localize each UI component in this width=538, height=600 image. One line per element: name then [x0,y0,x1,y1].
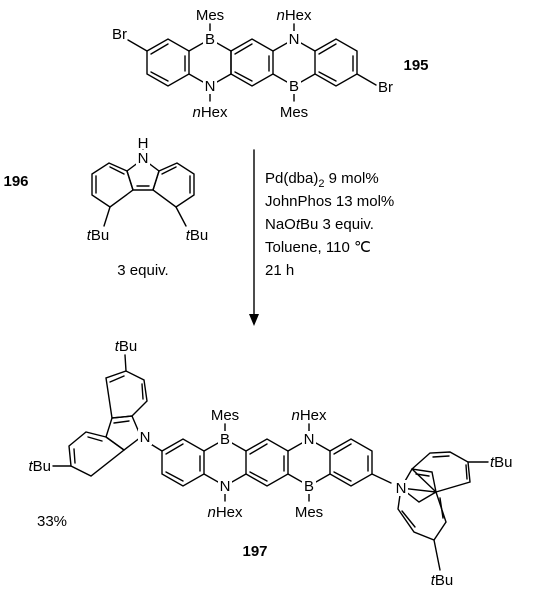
product-tbu-left-bottom: tBu [28,458,51,475]
mesityl-label-top: Mes [196,7,224,24]
product-tbu-left-top: tBu [115,338,138,355]
product-nitrogen-top: N [304,431,315,448]
product-tbu-right-bottom: tBu [431,572,454,589]
compound-196-labels: N H tBu tBu 3 equiv. 196 [3,135,208,279]
condition-time: 21 h [265,262,294,279]
condition-catalyst: Pd(dba)2 9 mol% [265,170,379,190]
carbazole-nitrogen: N [138,150,149,167]
carbazole-equivalents: 3 equiv. [117,262,168,279]
hexyl-label-bottom: nHex [192,104,228,121]
compound-number-196: 196 [3,173,28,190]
boron-atom-top: B [205,31,215,48]
tbu-label-left: tBu [87,227,110,244]
product-tbu-right-top: tBu [490,454,513,471]
compound-197-left-carbazole [52,354,148,477]
product-boron-bottom: B [304,478,314,495]
nitrogen-atom-top: N [289,31,300,48]
product-yield: 33% [37,513,67,530]
bromine-atom-right: Br [378,79,393,96]
reaction-arrow [249,149,259,326]
hexyl-label-top: nHex [276,7,312,24]
compound-197-right-carbazole [397,451,489,571]
carbazole-hydrogen: H [138,135,149,152]
mesityl-label-bottom: Mes [280,104,308,121]
product-mesityl-bottom: Mes [295,504,323,521]
product-carbazole-nitrogen-left: N [140,429,151,446]
compound-number-197: 197 [242,543,267,560]
product-carbazole-nitrogen-right: N [396,480,407,497]
compound-number-195: 195 [403,57,428,74]
reaction-conditions: Pd(dba)2 9 mol% JohnPhos 13 mol% NaOtBu … [265,170,394,279]
compound-195-labels: B N N B Br Br Mes nHex nHex Mes 195 [112,7,429,121]
condition-ligand: JohnPhos 13 mol% [265,193,394,210]
product-nitrogen-bottom: N [220,478,231,495]
product-mesityl-top: Mes [211,407,239,424]
condition-base: NaOtBu 3 equiv. [265,216,374,233]
product-hexyl-bottom: nHex [207,504,243,521]
compound-195-structure [127,23,377,102]
product-hexyl-top: nHex [291,407,327,424]
boron-atom-bottom: B [289,78,299,95]
tbu-label-right: tBu [186,227,209,244]
nitrogen-atom-bottom: N [205,78,216,95]
product-boron-top: B [220,431,230,448]
compound-197-core [148,423,392,502]
compound-197-labels: B N N B N N Mes nHex nHex Mes tBu tBu tB… [28,338,512,589]
condition-solvent-temperature: Toluene, 110 ℃ [265,239,371,256]
bromine-atom-left: Br [112,26,127,43]
